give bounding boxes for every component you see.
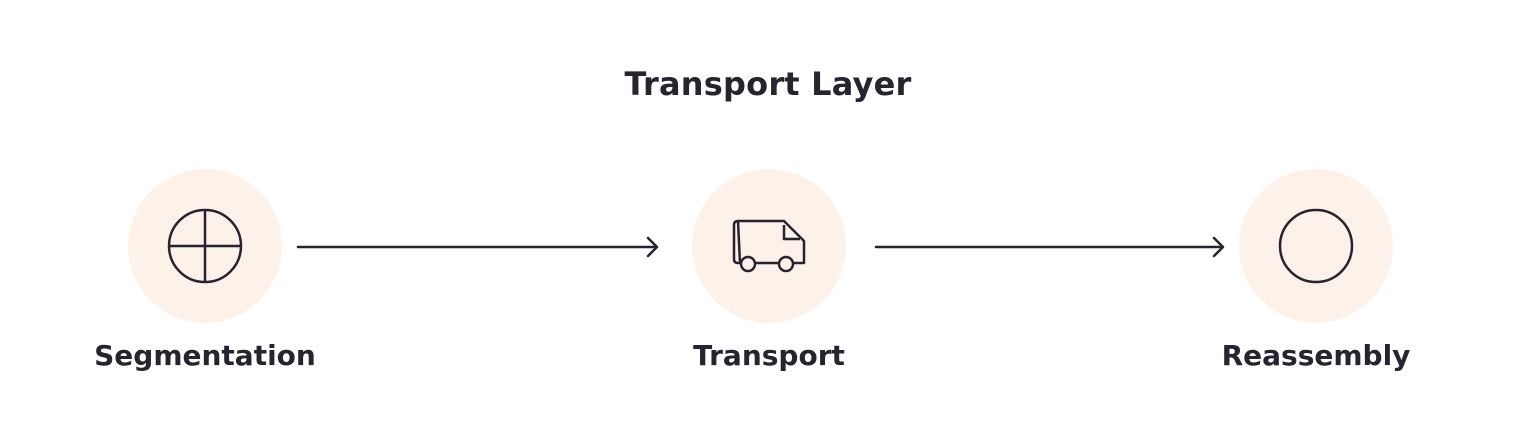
transport-label: Transport: [693, 339, 845, 372]
crosshair-circle-icon: [167, 208, 243, 284]
diagram-title: Transport Layer: [624, 65, 912, 103]
arrow-segmentation-to-transport: [296, 236, 659, 258]
circle-icon: [1278, 208, 1354, 284]
segmentation-label: Segmentation: [94, 339, 316, 372]
reassembly-label: Reassembly: [1221, 339, 1411, 372]
transport-node: [692, 169, 846, 323]
segmentation-node: [128, 169, 282, 323]
delivery-truck-icon: [732, 219, 806, 273]
reassembly-node: [1239, 169, 1393, 323]
arrow-transport-to-reassembly: [874, 236, 1225, 258]
